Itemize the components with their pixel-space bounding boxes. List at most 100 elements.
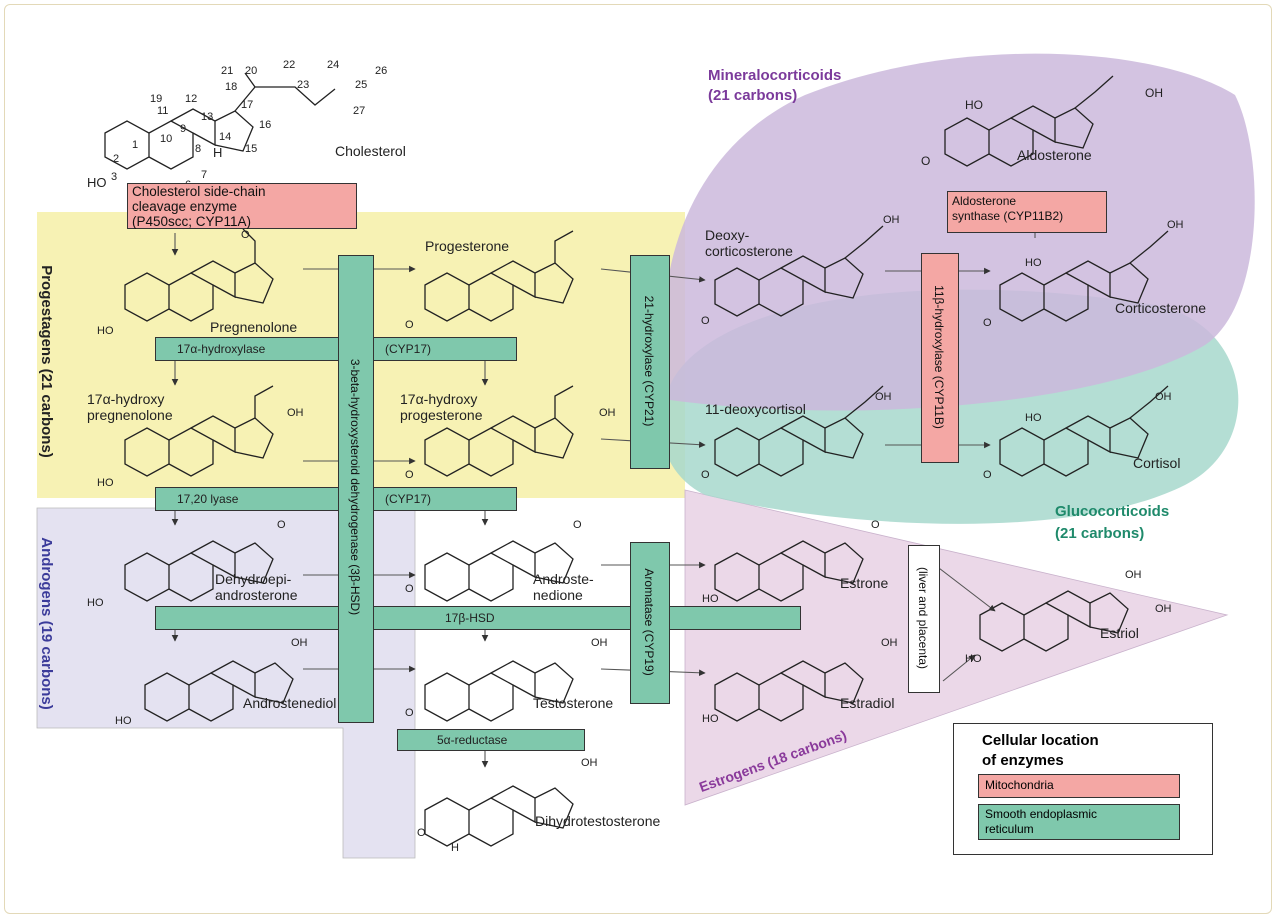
androgens-label: Androgens (19 carbons) — [37, 537, 55, 710]
cyp17-a-label: (CYP17) — [385, 342, 432, 356]
aldosterone-synthase-box: Aldosterone synthase (CYP11B2) — [947, 191, 1107, 233]
atom-o-progesterone: O — [405, 319, 414, 331]
atom-oh-testosterone: OH — [591, 637, 608, 649]
deoxycortisol-label: 11-deoxycortisol — [705, 401, 806, 417]
aldosterone-label: Aldosterone — [1017, 147, 1092, 163]
atom-oh-estradiol: OH — [881, 637, 898, 649]
atom-oh-corticosterone: OH — [1167, 219, 1184, 231]
mineralocorticoids-label-1: Mineralocorticoids — [708, 67, 842, 84]
dhea-structure — [124, 540, 274, 602]
atom-o-oh17prog: O — [405, 469, 414, 481]
estradiol-label: Estradiol — [840, 695, 895, 711]
legend-mitochondria-swatch: Mitochondria — [978, 774, 1180, 798]
p450scc-line-1: Cholesterol side-chain — [132, 184, 266, 199]
legend-panel: Cellular location of enzymes Mitochondri… — [953, 723, 1213, 855]
deoxycorticosterone-structure — [714, 225, 884, 317]
cholesterol-carbon-number: 8 — [195, 143, 202, 155]
diagram-frame: Mineralocorticoids (21 carbons) Glucocor… — [4, 4, 1272, 914]
cholesterol-carbon-number: 13 — [201, 111, 214, 123]
atom-o-dht: O — [417, 827, 426, 839]
cortisol-structure — [999, 385, 1169, 477]
atom-ho-cholesterol: HO — [87, 175, 107, 190]
atom-oh-cortisol: OH — [1155, 391, 1172, 403]
atom-h-dht: H — [451, 842, 459, 854]
cholesterol-carbon-number: 12 — [185, 93, 198, 105]
cholesterol-carbon-number: 17 — [241, 99, 254, 111]
cholesterol-carbon-number: 25 — [355, 79, 368, 91]
atom-o-aldosterone: O — [921, 154, 931, 168]
cholesterol-carbon-number: 27 — [353, 105, 366, 117]
atom-oh-deoxycortisol: OH — [875, 391, 892, 403]
atom-o-testosterone: O — [405, 707, 414, 719]
progesterone-label: Progesterone — [425, 238, 510, 254]
p450scc-line-3: (P450scc; CYP11A) — [132, 214, 252, 229]
cholesterol-carbon-number: 24 — [327, 59, 340, 71]
p450scc-enzyme-box: Cholesterol side-chain cleavage enzyme (… — [127, 183, 357, 229]
hydroxylase-21-label: 21-hydroxylase (CYP21) — [642, 295, 656, 427]
atom-oh-dht: OH — [581, 757, 598, 769]
atom-ho-androstenediol: HO — [115, 715, 132, 727]
atom-ho-oh17preg: HO — [97, 477, 114, 489]
oh17-progesterone-label-1: 17α-hydroxy — [400, 391, 478, 407]
hydroxylase-17a-label: 17α-hydroxylase — [177, 342, 266, 356]
androstenedione-structure — [424, 540, 574, 602]
atom-ho-aldosterone: HO — [965, 98, 983, 112]
aromatase-box — [630, 542, 670, 704]
oh17-pregnenolone-label-2: pregnenolone — [87, 407, 173, 423]
cyp17-b-label: (CYP17) — [385, 492, 432, 506]
cholesterol-carbon-number: 26 — [375, 65, 388, 77]
estrone-structure — [714, 540, 864, 602]
oh17-pregnenolone-structure — [124, 385, 274, 477]
estradiol-structure — [714, 660, 864, 722]
atom-o-dhea: O — [277, 519, 286, 531]
atom-ho-estriol: HO — [965, 653, 982, 665]
androstenedione-label-1: Androste- — [533, 571, 594, 587]
atom-oh-deoxycort: OH — [883, 214, 900, 226]
hsd17b-label: 17β-HSD — [445, 611, 495, 625]
aldosterone-structure — [944, 75, 1114, 167]
aldosterone-synthase-line-2: synthase (CYP11B2) — [952, 209, 1064, 223]
liver-placenta-label: (liver and placenta) — [916, 566, 930, 670]
atom-ho-dhea: HO — [87, 597, 104, 609]
atom-o-deoxycortisol: O — [701, 469, 710, 481]
cholesterol-carbon-number: 20 — [245, 65, 258, 77]
cholesterol-carbon-number: 11 — [157, 105, 169, 117]
dhea-label-1: Dehydroepi- — [215, 571, 292, 587]
atom-ho-estradiol: HO — [702, 713, 719, 725]
atom-o-deoxycort: O — [701, 315, 710, 327]
progesterone-structure — [424, 230, 574, 322]
cortisol-label: Cortisol — [1133, 455, 1181, 471]
lyase-1720-label: 17,20 lyase — [177, 492, 239, 506]
cholesterol-carbon-number: 21 — [221, 65, 234, 77]
lyase-1720-box — [155, 487, 517, 511]
deoxycorticosterone-label-2: corticosterone — [705, 243, 793, 259]
cholesterol-carbon-number: 10 — [160, 133, 173, 145]
androstenedione-label-2: nedione — [533, 587, 583, 603]
pregnenolone-structure — [124, 228, 274, 322]
cholesterol-carbon-number: 1 — [132, 139, 139, 151]
atom-o-andro-a: O — [405, 583, 414, 595]
atom-oh-aldosterone: OH — [1145, 86, 1163, 100]
cholesterol-carbon-number: 15 — [245, 143, 258, 155]
hsd3b-label: 3-beta-hydroxysteroid dehydrogenase (3β-… — [348, 358, 362, 616]
hydroxylase-11b-label: 11β-hydroxylase (CYP11B) — [932, 285, 946, 429]
atom-oh-oh17preg: OH — [287, 407, 304, 419]
reductase-5a-label: 5α-reductase — [437, 733, 508, 747]
deoxycorticosterone-label-1: Deoxy- — [705, 227, 750, 243]
atom-o-androstenedione: O — [573, 519, 582, 531]
atom-h-cholesterol: H — [213, 145, 223, 160]
aldosterone-synthase-line-1: Aldosterone — [952, 194, 1017, 208]
atom-o-pregnenolone: O — [241, 229, 250, 241]
oh17-pregnenolone-label-1: 17α-hydroxy — [87, 391, 165, 407]
estriol-label: Estriol — [1100, 625, 1139, 641]
cholesterol-carbon-number: 2 — [113, 153, 120, 165]
cholesterol-structure — [104, 72, 336, 170]
molecule-structures — [104, 72, 1169, 847]
atom-ho-corticosterone: HO — [1025, 257, 1042, 269]
estrone-label: Estrone — [840, 575, 889, 591]
liver-placenta-box — [908, 545, 940, 693]
cholesterol-carbon-number: 18 — [225, 81, 238, 93]
progestagens-label: Progestagens (21 carbons) — [37, 265, 55, 458]
hydroxylase-21-box — [630, 255, 670, 469]
dhea-label-2: androsterone — [215, 587, 298, 603]
